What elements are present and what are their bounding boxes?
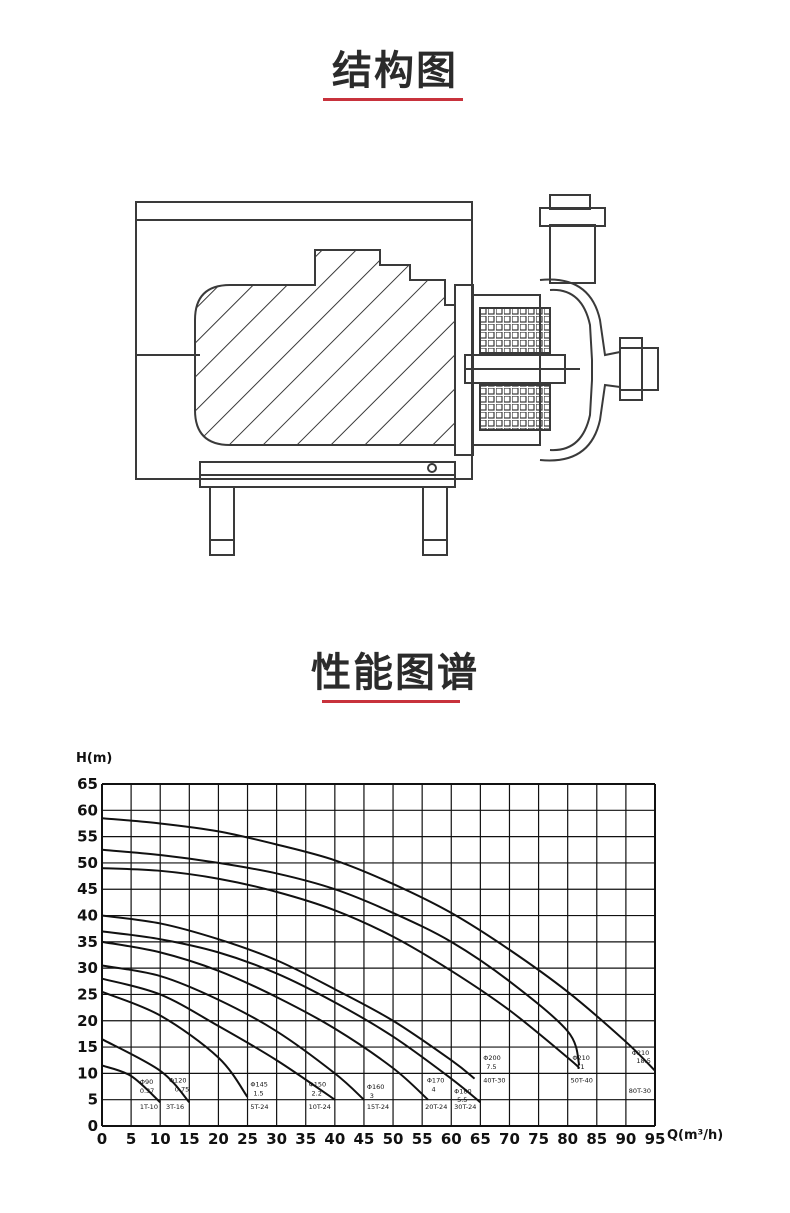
y-tick-label: 30	[77, 959, 98, 977]
curve-9	[101, 867, 581, 1069]
performance-title-underline	[322, 700, 460, 703]
pump-structure-drawing	[135, 194, 659, 556]
curve-annotation: Φ210	[572, 1054, 590, 1062]
x-axis-label: Q(m³/h)	[667, 1128, 723, 1143]
x-tick-label: 20	[208, 1130, 229, 1148]
x-tick-label: 65	[470, 1130, 491, 1148]
x-tick-label: 80	[557, 1130, 578, 1148]
curve-annotation: Φ210	[632, 1049, 650, 1057]
curve-annotation: Φ200	[483, 1054, 501, 1062]
structure-title-underline	[323, 98, 463, 101]
y-tick-label: 45	[77, 880, 98, 898]
curve-2	[101, 1038, 191, 1104]
curve-annotation: 50T-40	[571, 1076, 593, 1084]
structure-title: 结构图	[332, 48, 458, 94]
x-tick-label: 95	[645, 1130, 666, 1148]
curve-annotation: 40T-30	[483, 1076, 505, 1084]
curve-annotation: 18.5	[636, 1057, 650, 1065]
curve-annotation: 2.2	[312, 1089, 322, 1097]
curve-annotation: 3T-16	[166, 1103, 184, 1111]
y-tick-label: 10	[77, 1064, 98, 1082]
x-tick-label: 85	[586, 1130, 607, 1148]
curve-annotation: Φ150	[309, 1081, 327, 1089]
x-tick-label: 50	[383, 1130, 404, 1148]
x-tick-label: 25	[237, 1130, 258, 1148]
curve-4	[101, 977, 336, 1101]
y-tick-label: 15	[77, 1038, 98, 1056]
y-tick-label: 0	[88, 1117, 98, 1135]
curve-7	[101, 930, 481, 1104]
x-tick-label: 60	[441, 1130, 462, 1148]
curve-annotation: 3	[370, 1092, 374, 1100]
curve-1	[101, 1064, 161, 1104]
x-tick-label: 15	[179, 1130, 200, 1148]
x-tick-label: 0	[97, 1130, 107, 1148]
y-tick-label: 40	[77, 907, 98, 925]
x-tick-label: 10	[150, 1130, 171, 1148]
x-tick-label: 70	[499, 1130, 520, 1148]
curve-annotation: 11	[576, 1063, 584, 1071]
x-tick-label: 5	[126, 1130, 136, 1148]
x-tick-label: 35	[295, 1130, 316, 1148]
curve-annotation: 7.5	[486, 1063, 496, 1071]
curve-10	[101, 848, 581, 1066]
curve-annotation: 1T-10	[140, 1103, 158, 1111]
curve-annotation: 5T-24	[250, 1103, 268, 1111]
curve-annotation: 0.75	[175, 1085, 189, 1093]
y-tick-label: 20	[77, 1012, 98, 1030]
y-tick-label: 60	[77, 801, 98, 819]
curve-annotation: 30T-24	[454, 1103, 476, 1111]
x-tick-label: 40	[324, 1130, 345, 1148]
x-tick-label: 55	[412, 1130, 433, 1148]
y-tick-label: 25	[77, 985, 98, 1003]
curve-annotation: 10T-24	[309, 1103, 331, 1111]
y-tick-label: 35	[77, 933, 98, 951]
curve-8	[101, 914, 476, 1080]
x-tick-label: 75	[528, 1130, 549, 1148]
curve-annotation: 15T-24	[367, 1103, 389, 1111]
curve-annotation: Φ160	[367, 1083, 385, 1091]
curve-annotation: 5.5	[457, 1096, 467, 1104]
curve-annotation: 0.37	[140, 1087, 154, 1095]
curve-5	[101, 964, 365, 1101]
curve-11	[101, 817, 656, 1072]
curve-6	[101, 940, 429, 1101]
curve-annotation: Φ170	[427, 1076, 445, 1084]
curve-3	[101, 990, 249, 1098]
curve-annotation: 1.5	[253, 1089, 263, 1097]
curve-annotation: 4	[431, 1085, 435, 1093]
curve-annotation: 20T-24	[425, 1103, 447, 1111]
x-tick-label: 45	[354, 1130, 375, 1148]
x-tick-label: 90	[615, 1130, 636, 1148]
y-tick-label: 65	[77, 775, 98, 793]
performance-title: 性能图谱	[311, 650, 479, 696]
y-tick-label: 55	[77, 828, 98, 846]
y-tick-label: 5	[88, 1091, 98, 1109]
curve-annotation: 80T-30	[629, 1087, 651, 1095]
y-axis-label: H(m)	[76, 751, 112, 766]
curve-annotation: Φ145	[250, 1081, 268, 1089]
curve-annotation: Φ120	[169, 1076, 187, 1084]
x-tick-label: 30	[266, 1130, 287, 1148]
curve-annotation: Φ90	[140, 1078, 153, 1086]
curve-annotation: Φ180	[454, 1087, 472, 1095]
y-tick-label: 50	[77, 854, 98, 872]
